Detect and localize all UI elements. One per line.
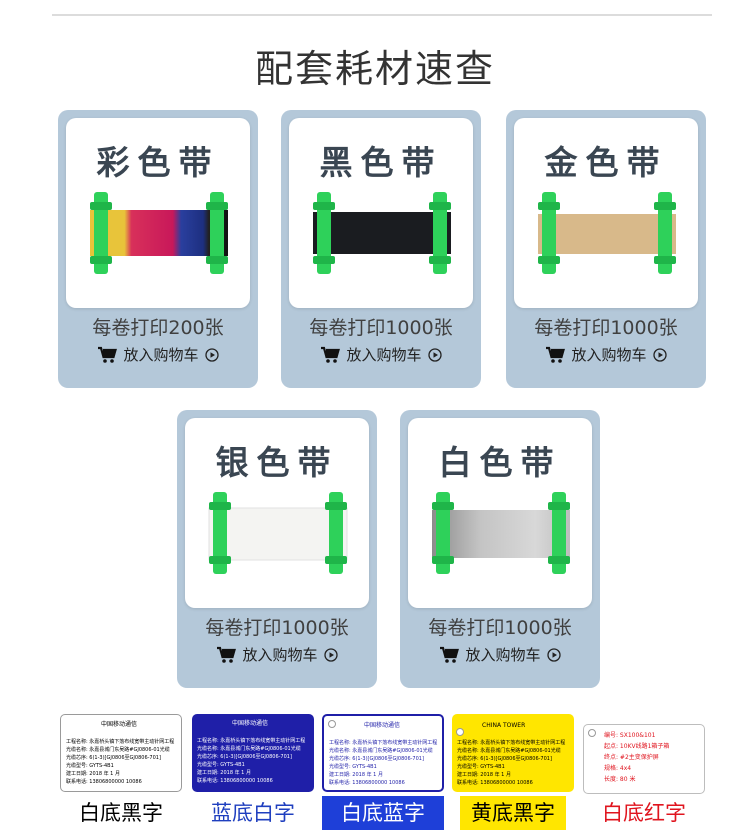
gold-ribbon-image — [538, 192, 676, 274]
label-line: 联系电话: 13806800000 10086 — [457, 780, 533, 786]
label-sample-yellow-black: CHINA TOWER 工程名称: 永嘉桥头镇下落布线宽带主动针网工程 光缆名称… — [452, 714, 574, 836]
add-to-cart-label: 放入购物车 — [571, 346, 647, 364]
prints-per-roll: 每卷打印1000张 — [309, 317, 453, 339]
label-line: 光缆名称: 永嘉县城门东吴路#GJ0806-01光缆 — [329, 748, 433, 754]
label-line: 光缆名称: 永嘉县城门东吴路#GJ0806-01光缆 — [457, 748, 561, 754]
product-card-silver-ribbon: 银色带 每卷打印1000张 放入购物车 — [177, 410, 377, 688]
product-image-panel: 白色带 — [408, 418, 592, 608]
product-image-panel: 银色带 — [185, 418, 369, 608]
product-title: 白色带 — [438, 443, 562, 482]
play-circle-icon — [323, 647, 338, 662]
label-sample-white-red: 编号: SX100&101 起点: 10KV线路1箱子箱 终点: #2主变保护屏… — [583, 714, 705, 836]
product-card-white-ribbon: 白色带 每卷打印1000张 放入购物车 — [400, 410, 600, 688]
label-line: 终点: #2主变保护屏 — [604, 754, 659, 761]
label-line: 工程名称: 永嘉桥头镇下落布线宽带主动针网工程 — [197, 738, 306, 744]
label-line: 建工日期: 2018 年 1 月 — [66, 771, 120, 777]
label-line: 联系电话: 13806800000 10086 — [329, 780, 405, 786]
label-line: 光缆型号: GYTS-4B1 — [329, 764, 377, 770]
label-line: 光缆型号: GYTS-4B1 — [197, 762, 245, 768]
product-image-panel: 彩色带 — [66, 118, 250, 308]
label-line: 光缆芯序: 6(1-3)[GJ0806至GJ0806-701] — [66, 755, 161, 761]
label-line: 工程名称: 永嘉桥头镇下落布线宽带主动针网工程 — [457, 740, 566, 746]
label-sample-white-black: 中国移动通信 工程名称: 永嘉桥头镇下落布线宽带主动针网工程 光缆名称: 永嘉县… — [60, 714, 182, 836]
label-line: 光缆名称: 永嘉县城门东吴路#GJ0806-01光缆 — [197, 746, 301, 752]
label-sample-white-blue: 中国移动通信 工程名称: 永嘉桥头镇下落布线宽带主动针网工程 光缆名称: 永嘉县… — [322, 714, 444, 836]
label-line: 光缆型号: GYTS-4B1 — [457, 764, 505, 770]
play-circle-icon — [427, 347, 442, 362]
label-caption: 白底红字 — [602, 801, 686, 825]
product-title: 银色带 — [215, 443, 339, 482]
cart-icon — [217, 646, 237, 663]
label-caption: 白底黑字 — [79, 801, 163, 825]
label-line: 光缆芯序: 6(1-3)[GJ0806至GJ0806-701] — [197, 754, 292, 760]
label-line: 建工日期: 2018 年 1 月 — [457, 772, 511, 778]
cart-icon — [546, 346, 566, 363]
label-line: 建工日期: 2018 年 1 月 — [197, 770, 251, 776]
play-circle-icon — [652, 347, 667, 362]
prints-per-roll: 每卷打印200张 — [92, 317, 224, 339]
label-sample-blue-white: 中国移动通信 工程名称: 永嘉桥头镇下落布线宽带主动针网工程 光缆名称: 永嘉县… — [192, 714, 314, 836]
add-to-cart-button[interactable]: 放入购物车 — [400, 644, 600, 665]
label-line: 规格: 4x4 — [604, 765, 632, 772]
play-circle-icon — [546, 647, 561, 662]
label-sample-image: 中国移动通信 工程名称: 永嘉桥头镇下落布线宽带主动针网工程 光缆名称: 永嘉县… — [60, 714, 182, 792]
prints-per-roll: 每卷打印1000张 — [428, 617, 572, 639]
label-caption: 白底蓝字 — [322, 796, 444, 830]
label-sample-image: 中国移动通信 工程名称: 永嘉桥头镇下落布线宽带主动针网工程 光缆名称: 永嘉县… — [192, 714, 314, 792]
label-sample-image: CHINA TOWER 工程名称: 永嘉桥头镇下落布线宽带主动针网工程 光缆名称… — [452, 714, 574, 792]
label-brand: 中国移动通信 — [101, 721, 138, 728]
product-card-color-ribbon: 彩色带 每卷打印200张 放入购物车 — [58, 110, 258, 388]
product-image-panel: 黑色带 — [289, 118, 473, 308]
add-to-cart-button[interactable]: 放入购物车 — [177, 644, 377, 665]
label-line: 工程名称: 永嘉桥头镇下落布线宽带主动针网工程 — [66, 739, 175, 745]
label-brand: 中国移动通信 — [232, 720, 269, 727]
label-line: 起点: 10KV线路1箱子箱 — [604, 743, 670, 750]
product-title: 金色带 — [544, 143, 668, 182]
label-sample-image: 编号: SX100&101 起点: 10KV线路1箱子箱 终点: #2主变保护屏… — [583, 724, 705, 794]
label-sample-image: 中国移动通信 工程名称: 永嘉桥头镇下落布线宽带主动针网工程 光缆名称: 永嘉县… — [322, 714, 444, 792]
label-line: 光缆芯序: 6(1-3)[GJ0806至GJ0806-701] — [329, 756, 424, 762]
white-ribbon-image — [432, 492, 570, 574]
product-title: 黑色带 — [319, 143, 443, 182]
label-line: 长度: 80 米 — [604, 776, 636, 783]
silver-ribbon-image — [208, 492, 348, 574]
add-to-cart-label: 放入购物车 — [242, 646, 318, 664]
label-caption: 黄底黑字 — [460, 796, 566, 830]
top-divider — [52, 14, 712, 16]
black-ribbon-image — [313, 192, 451, 274]
label-line: 光缆型号: GYTS-4B1 — [66, 763, 114, 769]
product-card-gold-ribbon: 金色带 每卷打印1000张 放入购物车 — [506, 110, 706, 388]
add-to-cart-button[interactable]: 放入购物车 — [58, 344, 258, 365]
label-caption: 蓝底白字 — [211, 801, 295, 825]
label-line: 光缆芯序: 6(1-3)[GJ0806至GJ0806-701] — [457, 756, 552, 762]
product-title: 彩色带 — [96, 143, 220, 182]
page-title: 配套耗材速查 — [254, 47, 495, 91]
product-card-black-ribbon: 黑色带 每卷打印1000张 放入购物车 — [281, 110, 481, 388]
prints-per-roll: 每卷打印1000张 — [534, 317, 678, 339]
label-brand: 中国移动通信 — [364, 722, 401, 729]
label-line: 联系电话: 13806800000 10086 — [197, 778, 273, 784]
add-to-cart-button[interactable]: 放入购物车 — [281, 344, 481, 365]
label-brand: CHINA TOWER — [482, 722, 526, 729]
label-line: 编号: SX100&101 — [604, 732, 656, 739]
add-to-cart-label: 放入购物车 — [123, 346, 199, 364]
label-line: 联系电话: 13806800000 10086 — [66, 779, 142, 785]
cart-icon — [440, 646, 460, 663]
label-hole — [456, 728, 464, 736]
label-line: 工程名称: 永嘉桥头镇下落布线宽带主动针网工程 — [329, 740, 438, 746]
prints-per-roll: 每卷打印1000张 — [205, 617, 349, 639]
product-image-panel: 金色带 — [514, 118, 698, 308]
color-ribbon-image — [90, 192, 228, 274]
cart-icon — [98, 346, 118, 363]
play-circle-icon — [204, 347, 219, 362]
label-hole — [328, 720, 336, 728]
add-to-cart-label: 放入购物车 — [346, 346, 422, 364]
label-hole — [588, 729, 596, 737]
label-line: 建工日期: 2018 年 1 月 — [329, 772, 383, 778]
label-line: 光缆名称: 永嘉县城门东吴路#GJ0806-01光缆 — [66, 747, 170, 753]
add-to-cart-label: 放入购物车 — [465, 646, 541, 664]
add-to-cart-button[interactable]: 放入购物车 — [506, 344, 706, 365]
cart-icon — [321, 346, 341, 363]
